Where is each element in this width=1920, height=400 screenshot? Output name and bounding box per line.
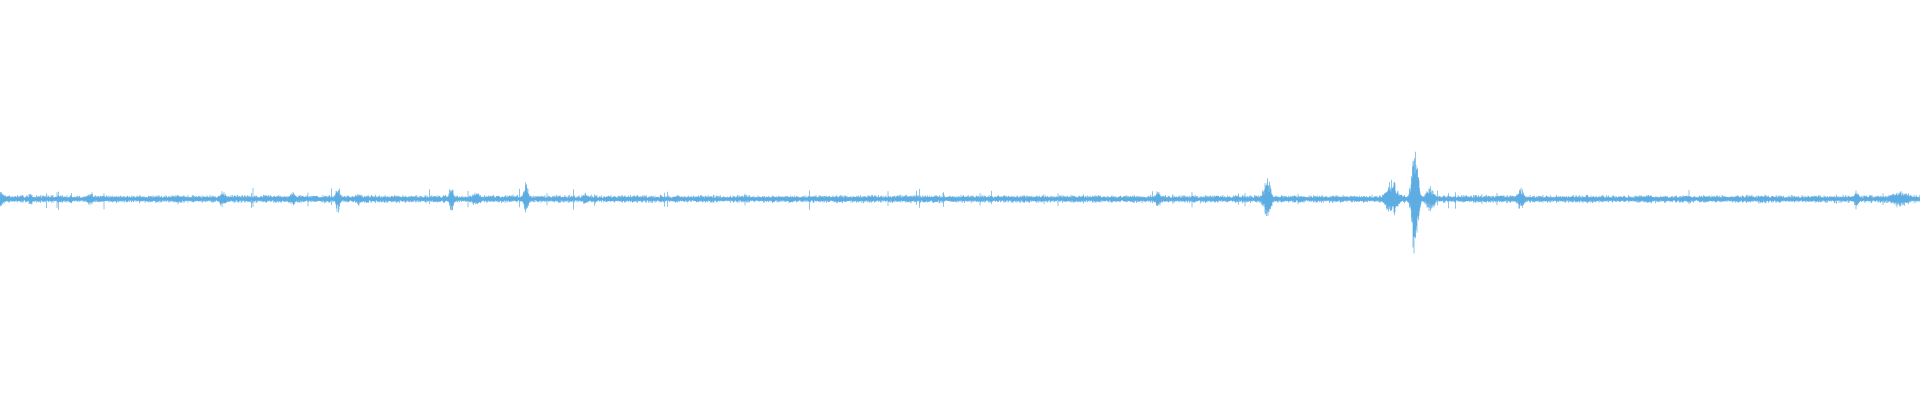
waveform-amplitude-path — [0, 151, 1920, 254]
waveform-trace — [0, 151, 1920, 254]
